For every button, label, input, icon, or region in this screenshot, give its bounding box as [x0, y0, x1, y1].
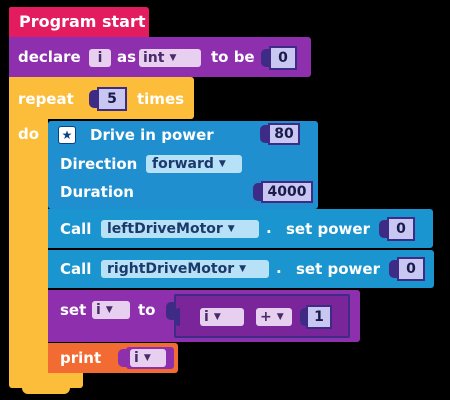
call-right-motor-value: rightDriveMotor: [107, 261, 235, 277]
declare-type-value: int: [143, 50, 165, 66]
drive-block[interactable]: ★ Drive in power 80 Direction forward ▼ D…: [48, 121, 318, 209]
drive-title: Drive in power: [90, 126, 214, 144]
call-left-keyword: Call: [60, 220, 92, 238]
program-start-block[interactable]: Program start: [9, 7, 149, 37]
declare-as-label: as: [117, 48, 137, 66]
call-right-motor-dropdown[interactable]: rightDriveMotor ▼: [101, 260, 269, 278]
expr-var-dropdown[interactable]: i▼: [200, 308, 244, 326]
declare-to-be-label: to be: [211, 48, 255, 66]
print-value-socket-icon: [118, 349, 126, 367]
drive-duration-label: Duration: [60, 183, 134, 201]
print-block[interactable]: print i▼: [48, 343, 178, 373]
repeat-footer-tab: [22, 386, 70, 394]
declare-var-dropdown[interactable]: i: [89, 49, 111, 67]
set-var-value: i: [96, 302, 101, 318]
repeat-header[interactable]: repeat 5 times: [9, 77, 194, 119]
call-left-method: set power: [286, 220, 370, 238]
set-keyword: set: [60, 301, 87, 319]
chevron-down-icon: ▼: [169, 53, 177, 63]
drive-duration-socket-icon: [253, 183, 261, 201]
chevron-down-icon: ▼: [218, 159, 226, 169]
call-left-value-input[interactable]: 0: [387, 217, 415, 241]
drive-direction-label: Direction: [60, 155, 138, 173]
repeat-count-input[interactable]: 5: [97, 87, 127, 111]
expr-operator-value: +: [260, 309, 272, 325]
call-left-motor-value: leftDriveMotor: [107, 221, 223, 237]
chevron-down-icon: ▼: [143, 353, 151, 363]
expr-var-value: i: [204, 309, 209, 325]
call-left-block[interactable]: Call leftDriveMotor ▼ . set power 0: [48, 209, 433, 248]
repeat-footer: [9, 373, 83, 388]
expr-operand-input[interactable]: 1: [306, 305, 332, 329]
declare-value-socket-icon: [261, 49, 269, 67]
chevron-down-icon: ▼: [239, 264, 247, 274]
declare-initial-value-input[interactable]: 0: [269, 46, 297, 70]
chevron-down-icon: ▼: [213, 312, 221, 322]
math-expression-block[interactable]: i▼ +▼ 1: [174, 294, 350, 338]
set-block[interactable]: set i▼ to i▼ +▼ 1: [48, 290, 360, 342]
set-expr-socket-icon: [166, 302, 174, 320]
repeat-count-socket-icon: [89, 90, 97, 108]
call-right-method: set power: [296, 260, 380, 278]
chevron-down-icon: ▼: [276, 312, 284, 322]
set-to-label: to: [138, 301, 156, 319]
expr-operand-socket-icon: [300, 308, 306, 326]
drive-power-input[interactable]: 80: [268, 123, 300, 145]
print-var-dropdown[interactable]: i▼: [126, 347, 174, 369]
call-right-value-socket-icon: [389, 260, 397, 278]
call-left-value-socket-icon: [379, 220, 387, 238]
expr-operator-dropdown[interactable]: +▼: [256, 308, 292, 326]
declare-keyword: declare: [18, 48, 81, 66]
chevron-down-icon: ▼: [105, 305, 113, 315]
call-right-dot: .: [276, 259, 282, 277]
expr-left-socket-icon: [174, 308, 180, 326]
declare-block[interactable]: declare i as int ▼ to be 0: [9, 37, 311, 77]
repeat-keyword: repeat: [18, 90, 74, 108]
chevron-down-icon: ▼: [227, 224, 235, 234]
print-keyword: print: [60, 349, 102, 367]
call-right-block[interactable]: Call rightDriveMotor ▼ . set power 0: [48, 250, 434, 288]
print-var-value: i: [134, 350, 139, 366]
repeat-body-rail: [9, 119, 48, 377]
call-left-motor-dropdown[interactable]: leftDriveMotor ▼: [101, 220, 259, 238]
repeat-times-label: times: [137, 90, 185, 108]
set-var-dropdown[interactable]: i▼: [92, 301, 130, 319]
drive-direction-value: forward: [152, 156, 214, 172]
print-var-pill: i▼: [130, 349, 166, 367]
call-right-keyword: Call: [60, 260, 92, 278]
program-start-label: Program start: [19, 12, 146, 31]
star-icon: ★: [58, 126, 76, 144]
call-right-value-input[interactable]: 0: [397, 257, 425, 281]
declare-type-dropdown[interactable]: int ▼: [139, 49, 201, 67]
drive-direction-dropdown[interactable]: forward ▼: [146, 155, 242, 173]
repeat-do-label: do: [18, 125, 40, 143]
drive-power-socket-icon: [260, 125, 268, 143]
drive-duration-input[interactable]: 4000: [261, 181, 313, 203]
call-left-dot: .: [266, 219, 272, 237]
